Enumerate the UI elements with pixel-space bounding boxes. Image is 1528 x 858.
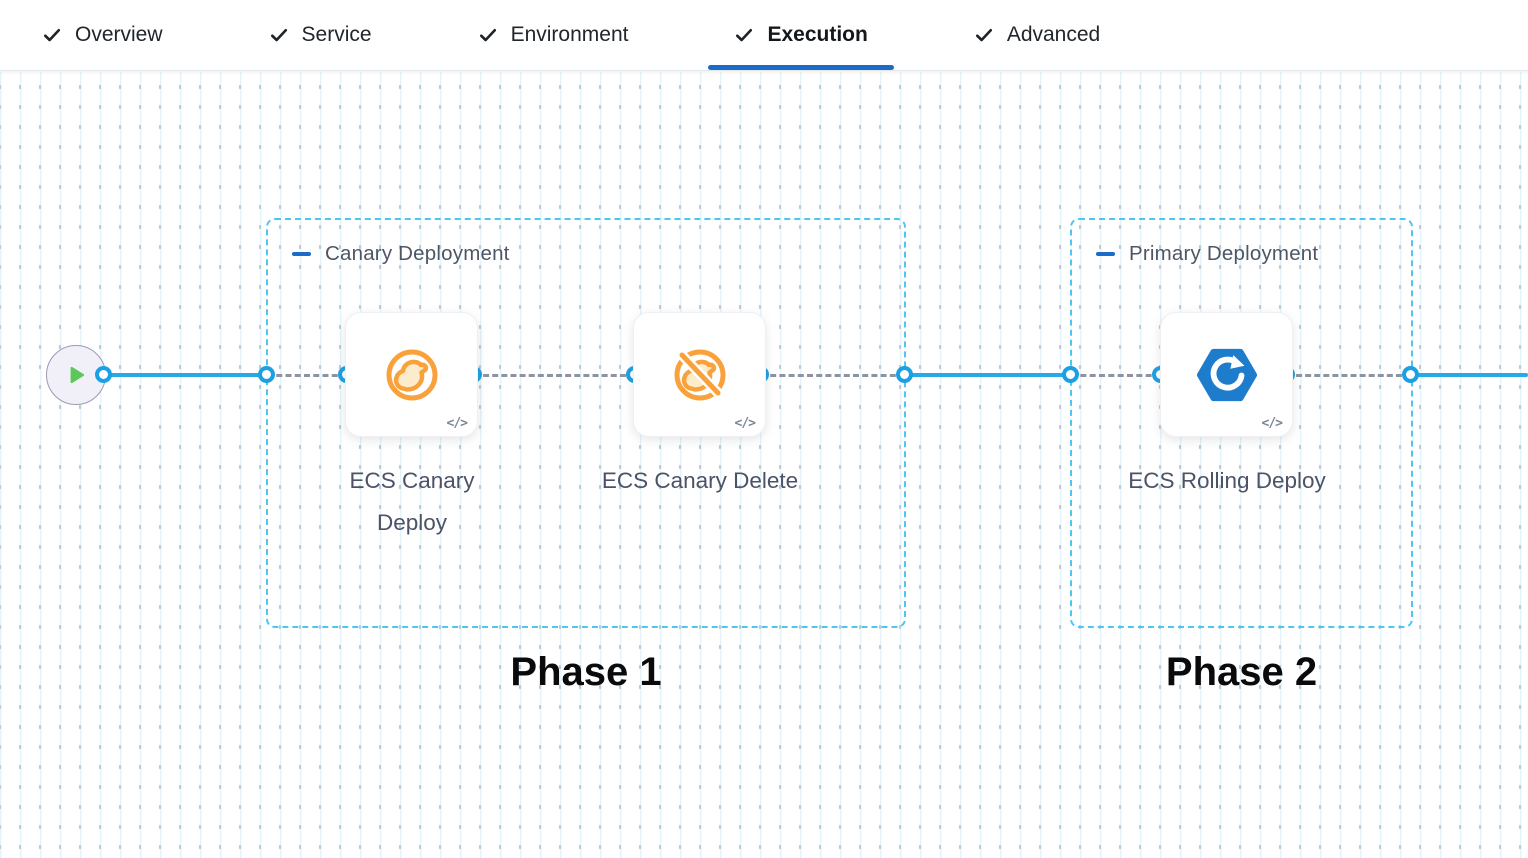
yaml-code-icon[interactable]: </> — [734, 416, 757, 431]
collapse-minus-icon[interactable] — [1096, 252, 1115, 256]
group-header: Canary Deployment — [292, 242, 510, 266]
step-group-primary-deployment[interactable]: Primary Deployment — [1070, 218, 1413, 628]
connector-port[interactable] — [1062, 366, 1079, 383]
connector-line-solid — [104, 373, 267, 377]
connector-port[interactable] — [896, 366, 913, 383]
tab-label: Environment — [510, 23, 629, 46]
tab-label: Execution — [767, 23, 868, 46]
tab-service[interactable]: Service — [241, 0, 400, 70]
play-icon — [70, 366, 85, 384]
group-header: Primary Deployment — [1096, 242, 1318, 266]
tab-label: Advanced — [1006, 23, 1101, 46]
step-label: ECS Canary Deploy — [349, 468, 475, 535]
ecs-rolling-deploy-icon — [1196, 348, 1257, 401]
tab-execution[interactable]: Execution — [706, 0, 895, 70]
connector-port[interactable] — [1402, 366, 1419, 383]
step-node-ecs-canary-delete[interactable]: </> — [633, 312, 766, 437]
group-title: Primary Deployment — [1129, 242, 1319, 265]
connector-line-solid — [1411, 373, 1528, 377]
pipeline-canvas[interactable]: Canary Deployment Primary Deployment — [0, 72, 1528, 858]
connector-line-solid — [905, 373, 1071, 377]
step-label: ECS Canary Delete — [601, 468, 799, 493]
connector-line-dashed — [267, 374, 347, 377]
check-icon — [270, 28, 287, 42]
step-node-ecs-canary-deploy[interactable]: </> — [345, 312, 478, 437]
step-label: ECS Rolling Deploy — [1128, 468, 1326, 493]
phase-2-label: Phase 2 — [1165, 650, 1318, 694]
tab-label: Overview — [75, 23, 163, 46]
check-icon — [736, 28, 753, 42]
connector-line-dashed — [1071, 374, 1161, 377]
connector-port[interactable] — [95, 366, 112, 383]
connector-line-dashed — [761, 374, 905, 377]
step-node-ecs-rolling-deploy[interactable]: </> — [1160, 312, 1293, 437]
collapse-minus-icon[interactable] — [292, 252, 311, 256]
yaml-code-icon[interactable]: </> — [1261, 416, 1284, 431]
tab-environment[interactable]: Environment — [450, 0, 657, 70]
phase-1-label: Phase 1 — [510, 650, 662, 694]
canary-delete-icon — [674, 349, 725, 400]
tab-advanced[interactable]: Advanced — [946, 0, 1128, 70]
connector-line-dashed — [1287, 374, 1411, 377]
group-title: Canary Deployment — [325, 242, 510, 265]
yaml-code-icon[interactable]: </> — [446, 416, 469, 431]
check-icon — [43, 28, 61, 42]
canary-deploy-icon — [386, 349, 437, 400]
tab-overview[interactable]: Overview — [14, 0, 191, 70]
check-icon — [975, 28, 992, 42]
check-icon — [479, 28, 496, 42]
connector-port[interactable] — [258, 366, 275, 383]
connector-line-dashed — [474, 374, 635, 377]
step-group-canary-deployment[interactable]: Canary Deployment — [266, 218, 906, 628]
stage-setup-tabbar: Overview Service Environment Execution A… — [0, 0, 1528, 71]
tab-label: Service — [301, 23, 372, 46]
